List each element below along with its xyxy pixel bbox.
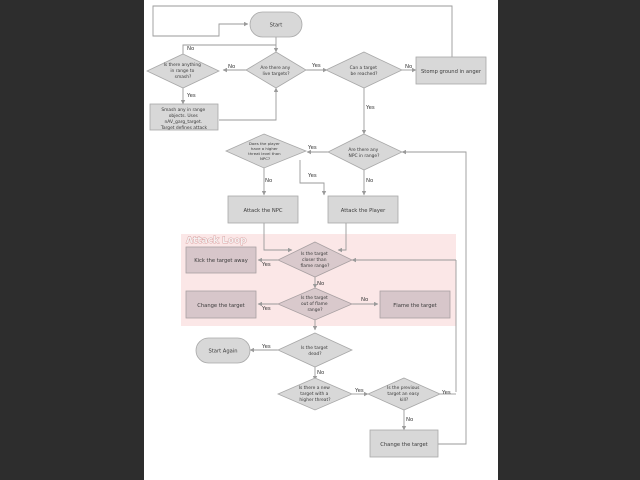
label-npc-no: No [366, 178, 373, 184]
node-change-target-2-label: Change the target [380, 442, 427, 448]
node-new-target-higher[interactable]: Is there a new target with a higher thre… [276, 377, 354, 411]
edge-labels: No No Yes Yes No Yes Yes No No Yes Yes N… [186, 46, 451, 423]
label-anything-no: No [187, 46, 194, 52]
edge-anything-no [182, 44, 276, 54]
node-stomp[interactable]: Stomp ground in anger [415, 56, 487, 85]
node-start-again-label: Start Again [208, 349, 237, 355]
label-prev-no: No [406, 417, 413, 423]
node-live-targets-label: Are there any live targets? [260, 65, 291, 77]
node-target-dead[interactable]: Is the target dead? [277, 332, 353, 368]
label-closer-no: No [317, 281, 324, 287]
label-out-no: No [361, 297, 368, 303]
node-start-again[interactable]: Start Again [195, 337, 251, 364]
node-can-reach[interactable]: Can a target be reached? [325, 51, 403, 89]
node-kick-away-label: Kick the target away [194, 258, 248, 264]
node-stomp-label: Stomp ground in anger [421, 69, 482, 75]
node-anything-in-range-label: Is there anything in range to smash? [164, 62, 203, 80]
label-out-yes: Yes [261, 306, 271, 312]
node-start-label: Start [270, 23, 283, 29]
label-anything-yes: Yes [186, 93, 196, 99]
edge-smash-to-live [219, 87, 279, 121]
edge-stomp-to-start [152, 5, 453, 57]
label-threat-no: No [265, 178, 272, 184]
edge-npc-attack-to-loop [263, 223, 293, 253]
node-flame-label: Flame the target [393, 303, 436, 309]
node-closer-than-flame-label: Is the target closer than flame range? [301, 251, 331, 269]
attack-loop-title: Attack Loop [186, 236, 247, 246]
node-closer-than-flame[interactable]: Is the target closer than flame range? [277, 241, 353, 278]
node-flame[interactable]: Flame the target [379, 290, 451, 319]
node-smash[interactable]: Smash any in range objects. Uses nAV_gar… [149, 103, 219, 131]
node-change-target-1[interactable]: Change the target [185, 290, 257, 319]
node-anything-in-range[interactable]: Is there anything in range to smash? [146, 53, 220, 89]
node-npc-in-range[interactable]: Are there any NPC in range? [327, 133, 403, 171]
node-new-target-higher-label: Is there a new target with a higher thre… [299, 385, 332, 403]
edge-change2-to-npc [401, 149, 467, 445]
node-previous-easy-kill-label: Is the previous target an easy kill? [387, 385, 421, 403]
node-live-targets[interactable]: Are there any live targets? [245, 51, 307, 89]
node-attack-player-label: Attack the Player [341, 208, 386, 214]
label-threat-yes: Yes [307, 173, 317, 179]
node-npc-in-range-label: Are there any NPC in range? [348, 147, 380, 159]
label-reach-no: No [405, 64, 412, 70]
node-out-of-flame[interactable]: Is the target out of flame range? [276, 287, 354, 321]
node-kick-away[interactable]: Kick the target away [185, 246, 257, 274]
node-player-higher-threat[interactable]: Does the player have a higher threat lev… [225, 133, 308, 169]
node-attack-player[interactable]: Attack the Player [327, 195, 399, 224]
node-target-dead-label: Is the target dead? [301, 345, 329, 357]
edge-threat-yes [299, 160, 327, 196]
edges [152, 5, 467, 445]
label-new-yes: Yes [354, 388, 364, 394]
label-reach-yes: Yes [365, 105, 375, 111]
label-npc-yes: Yes [307, 145, 317, 151]
label-dead-no: No [317, 370, 324, 376]
node-player-higher-threat-label: Does the player have a higher threat lev… [248, 141, 282, 161]
node-change-target-2[interactable]: Change the target [369, 429, 439, 458]
node-can-reach-label: Can a target be reached? [350, 65, 379, 77]
node-attack-npc-label: Attack the NPC [243, 208, 282, 214]
node-attack-npc[interactable]: Attack the NPC [227, 195, 299, 224]
node-change-target-1-label: Change the target [197, 303, 244, 309]
label-prev-yes: Yes [441, 390, 451, 396]
node-smash-label: Smash any in range objects. Uses nAV_gar… [160, 107, 208, 131]
node-previous-easy-kill[interactable]: Is the previous target an easy kill? [367, 377, 441, 411]
label-closer-yes: Yes [261, 262, 271, 268]
label-live-no: No [228, 64, 235, 70]
node-start[interactable]: Start [249, 11, 303, 38]
node-out-of-flame-label: Is the target out of flame range? [301, 295, 329, 313]
edge-player-attack-to-loop [337, 223, 347, 253]
label-live-yes: Yes [311, 63, 321, 69]
label-dead-yes: Yes [261, 344, 271, 350]
